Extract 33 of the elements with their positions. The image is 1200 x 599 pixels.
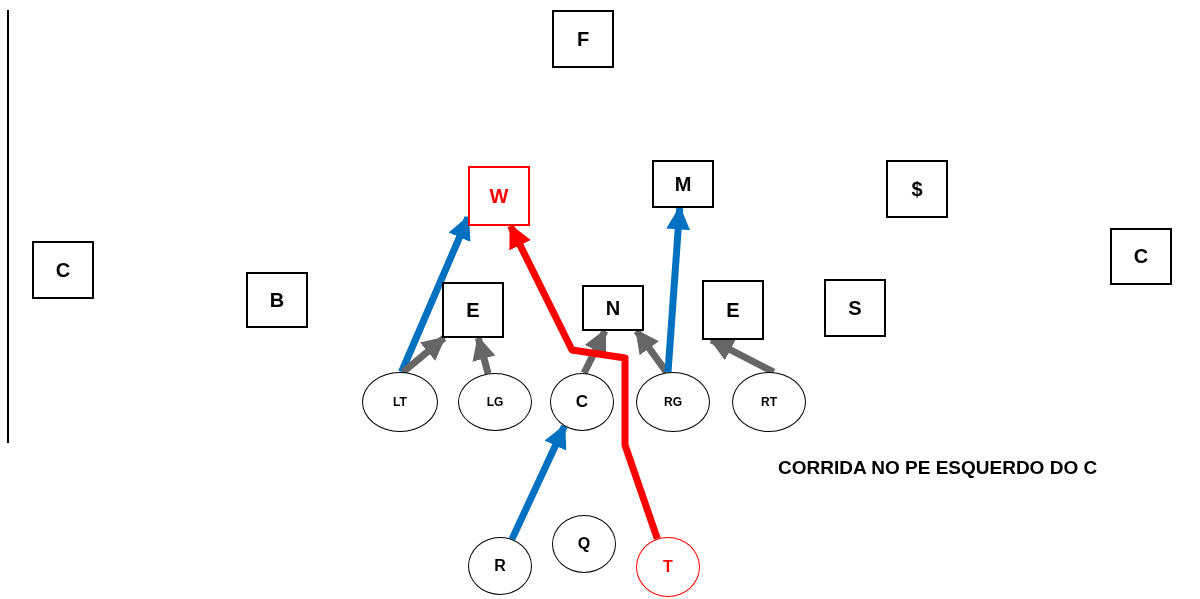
player-square (468, 166, 530, 226)
player-square (442, 282, 504, 338)
position-label: Q (577, 535, 591, 553)
position-label: E (466, 298, 480, 322)
player-square (246, 272, 308, 328)
position-label: LT (393, 395, 407, 409)
position-label: M (674, 172, 692, 196)
route-arrow (398, 215, 472, 374)
position-label: F (576, 27, 590, 51)
position-label: RG (664, 395, 682, 409)
position-label: T (663, 558, 673, 576)
player-square (886, 160, 948, 218)
position-label: N (605, 296, 621, 320)
position-label: RT (761, 395, 777, 409)
position-label: C (575, 392, 589, 412)
position-label: $ (911, 177, 923, 201)
player-square (824, 279, 886, 337)
player-square (1110, 228, 1172, 285)
position-label: E (726, 298, 740, 322)
player-square (582, 285, 644, 331)
route-arrow (508, 424, 568, 541)
position-label: C (55, 258, 71, 282)
player-square (32, 241, 94, 299)
player-square (552, 10, 614, 68)
position-label: C (1133, 245, 1149, 268)
position-label: W (489, 184, 509, 208)
player-square (652, 160, 714, 208)
play-caption: CORRIDA NO PE ESQUERDO DO C (778, 457, 1098, 479)
player-square (702, 280, 764, 340)
position-label: B (269, 288, 285, 312)
position-label: S (848, 296, 862, 320)
position-label: LG (486, 395, 504, 409)
position-label: R (494, 557, 506, 575)
